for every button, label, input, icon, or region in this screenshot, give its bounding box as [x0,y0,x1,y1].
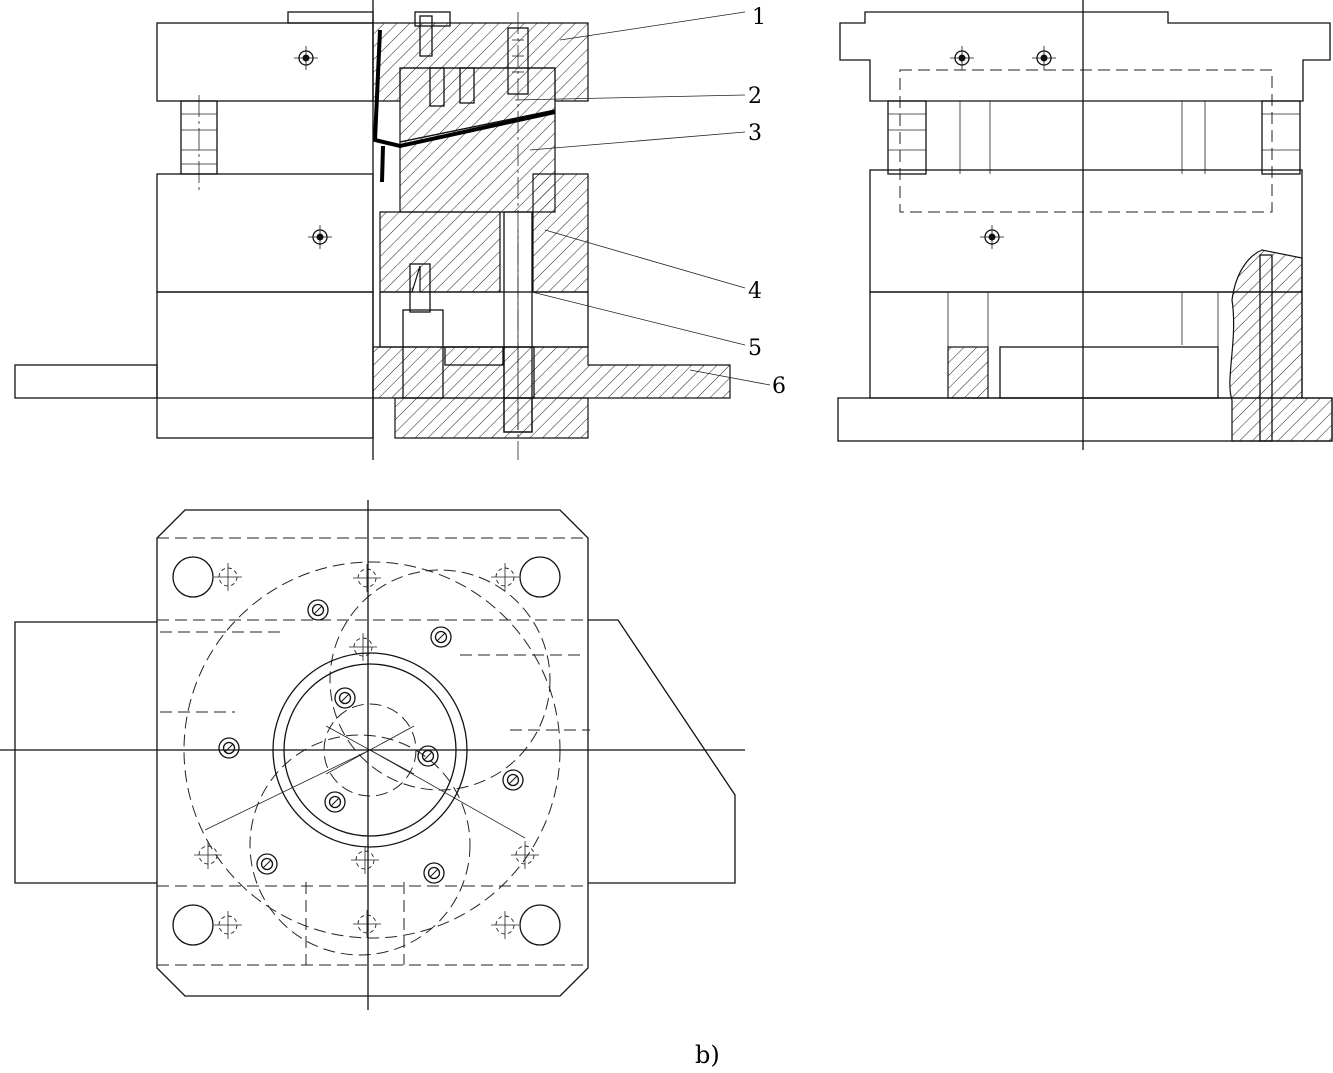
callout-leaders [514,11,771,386]
callout-1: 1 [752,5,766,30]
callout-labels: 1 2 3 4 5 6 [748,5,786,399]
callout-2: 2 [748,84,762,109]
side-view [837,0,1333,450]
callout-3: 3 [748,121,762,146]
top-plan-view [0,500,745,1010]
front-section-view [14,0,731,460]
callout-4: 4 [748,279,762,304]
figure-caption: b) [695,1041,720,1069]
callout-6: 6 [772,374,786,399]
callout-5: 5 [748,336,762,361]
